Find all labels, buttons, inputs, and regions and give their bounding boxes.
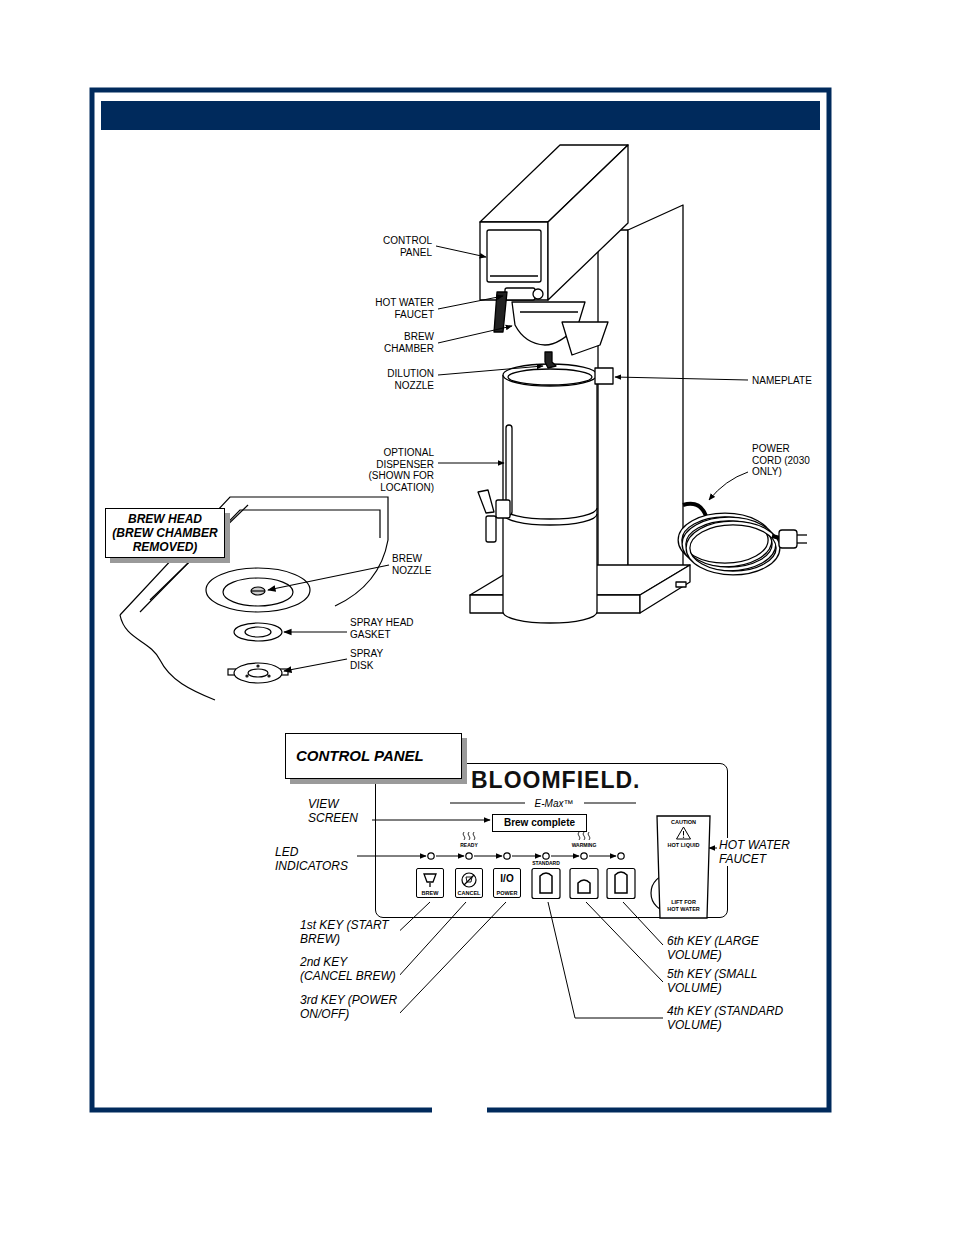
key-symbol: I/O: [494, 873, 520, 885]
brew-key: BREW: [416, 868, 444, 898]
key-callout: 1st KEY (START BREW): [300, 918, 400, 946]
inset-title: BREW HEAD (BREW CHAMBER REMOVED): [108, 512, 222, 554]
inset-title-box: BREW HEAD (BREW CHAMBER REMOVED): [105, 508, 225, 558]
key-callout: 6th KEY (LARGE VOLUME): [667, 934, 792, 962]
screen-message: Brew complete: [493, 817, 586, 829]
part-label: SPRAY HEAD GASKET: [350, 617, 422, 640]
brand-name: BLOOMFIELD.: [471, 767, 640, 794]
part-label: OPTIONAL DISPENSER (SHOWN FOR LOCATION): [362, 447, 434, 493]
warning-text: HOT LIQUID: [655, 842, 712, 848]
page-frame: [92, 90, 829, 1110]
part-label: BREW NOZZLE: [392, 553, 442, 576]
cancel-key: CANCEL: [455, 868, 483, 898]
section-title-box: CONTROL PANEL: [285, 733, 462, 779]
key-label: BREW: [417, 890, 443, 896]
key-callout: 5th KEY (SMALL VOLUME): [667, 967, 792, 995]
indicator-label: STANDARD: [526, 860, 566, 866]
part-label: HOT WATER FAUCET: [368, 297, 434, 320]
part-label: CONTROL PANEL: [372, 235, 432, 258]
section-title: CONTROL PANEL: [296, 747, 424, 765]
caution-text: CAUTION: [655, 819, 712, 825]
model-name: E-Max™: [526, 798, 582, 810]
view-screen: Brew complete: [492, 814, 587, 832]
key-callout: 3rd KEY (POWER ON/OFF): [300, 993, 400, 1021]
faucet-handle: CAUTION HOT LIQUID LIFT FOR HOT WATER: [655, 815, 712, 919]
part-label: SPRAY DISK: [350, 648, 394, 671]
key-callout: 4th KEY (STANDARD VOLUME): [667, 1004, 792, 1032]
header-band: [101, 101, 820, 130]
control-panel-drawing: [357, 803, 717, 1018]
leader-lines: [436, 246, 748, 500]
callout-label: HOT WATER FAUCET: [719, 838, 799, 866]
power-key: I/O POWER: [493, 868, 521, 898]
part-label: POWER CORD (2030 ONLY): [752, 443, 816, 478]
key-callout: 2nd KEY (CANCEL BREW): [300, 955, 400, 983]
indicator-label: WARMING: [564, 842, 604, 848]
callout-label: VIEW SCREEN: [308, 797, 370, 825]
callout-label: LED INDICATORS: [275, 845, 355, 873]
part-label: DILUTION NOZZLE: [368, 368, 434, 391]
instruction-text: LIFT FOR HOT WATER: [665, 899, 702, 912]
indicator-label: READY: [449, 842, 489, 848]
part-label: BREW CHAMBER: [368, 331, 434, 354]
key-label: POWER: [494, 890, 520, 896]
key-label: CANCEL: [456, 890, 482, 896]
part-label: NAMEPLATE: [752, 375, 824, 387]
